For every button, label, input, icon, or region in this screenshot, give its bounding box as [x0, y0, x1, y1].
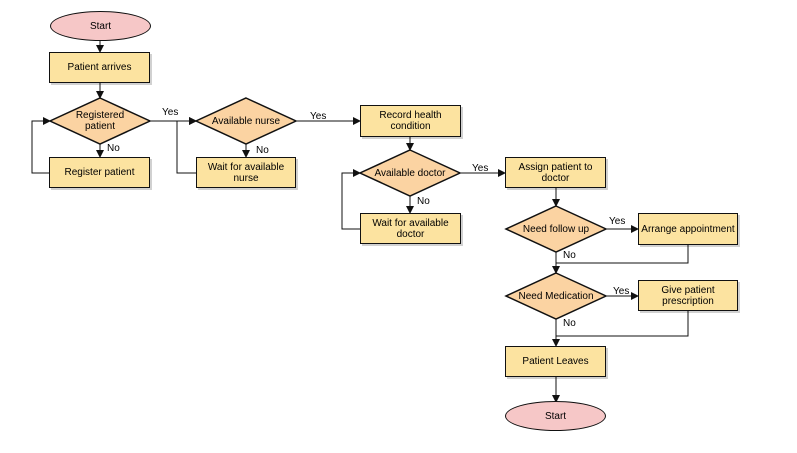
process-assign-doctor: Assign patient to doctor: [505, 157, 606, 188]
process-label: Patient Leaves: [522, 356, 589, 367]
process-register-patient: Register patient: [49, 157, 150, 188]
process-label: Give patient prescription: [661, 284, 715, 307]
process-label: Wait for available nurse: [207, 161, 285, 184]
edge-label-doctor-no: No: [417, 196, 430, 207]
process-wait-nurse: Wait for available nurse: [196, 157, 296, 188]
process-label: Assign patient to doctor: [518, 161, 593, 184]
process-give-prescription: Give patient prescription: [638, 280, 738, 311]
edge-wait-doctor-loop: [341, 169, 361, 230]
start-label: Start: [89, 20, 112, 32]
process-wait-doctor: Wait for available doctor: [360, 213, 461, 244]
decision-available-nurse-label: Available nurse: [211, 115, 281, 127]
edge-label-registered-yes: Yes: [162, 107, 179, 118]
process-record-health: Record health condition: [360, 105, 461, 137]
edge-label-followup-no: No: [563, 250, 576, 261]
process-arrange-appointment: Arrange appointment: [638, 213, 738, 245]
edge-wait-nurse-loop: [176, 117, 197, 174]
edge-appointment-rejoin: [556, 245, 689, 264]
process-label: Arrange appointment: [641, 223, 735, 235]
process-label: Register patient: [64, 167, 135, 178]
decision-need-medication-label: Need Medication: [518, 290, 594, 302]
process-label: Record health condition: [379, 110, 442, 132]
edge-register-loop: [31, 117, 51, 174]
process-patient-arrives: Patient arrives: [49, 52, 150, 83]
edge-label-nurse-yes: Yes: [310, 111, 327, 122]
edge-label-doctor-yes: Yes: [472, 163, 489, 174]
edge-prescription-rejoin: [556, 311, 689, 337]
start-terminal: Start: [50, 11, 151, 41]
process-label: Wait for available doctor: [372, 217, 449, 240]
decision-available-doctor-label: Available doctor: [374, 167, 446, 179]
edge-label-registered-no: No: [107, 143, 120, 154]
decision-registered-patient-label: Registered patient: [75, 110, 125, 132]
end-label: Start: [544, 410, 567, 422]
end-terminal: Start: [505, 401, 606, 431]
decision-need-follow-up-label: Need follow up: [522, 223, 590, 235]
edge-label-nurse-no: No: [256, 145, 269, 156]
process-label: Patient arrives: [67, 62, 132, 73]
edge-label-followup-yes: Yes: [609, 216, 626, 227]
edge-label-medication-yes: Yes: [613, 286, 630, 297]
edge-label-medication-no: No: [563, 318, 576, 329]
process-patient-leaves: Patient Leaves: [505, 346, 606, 377]
